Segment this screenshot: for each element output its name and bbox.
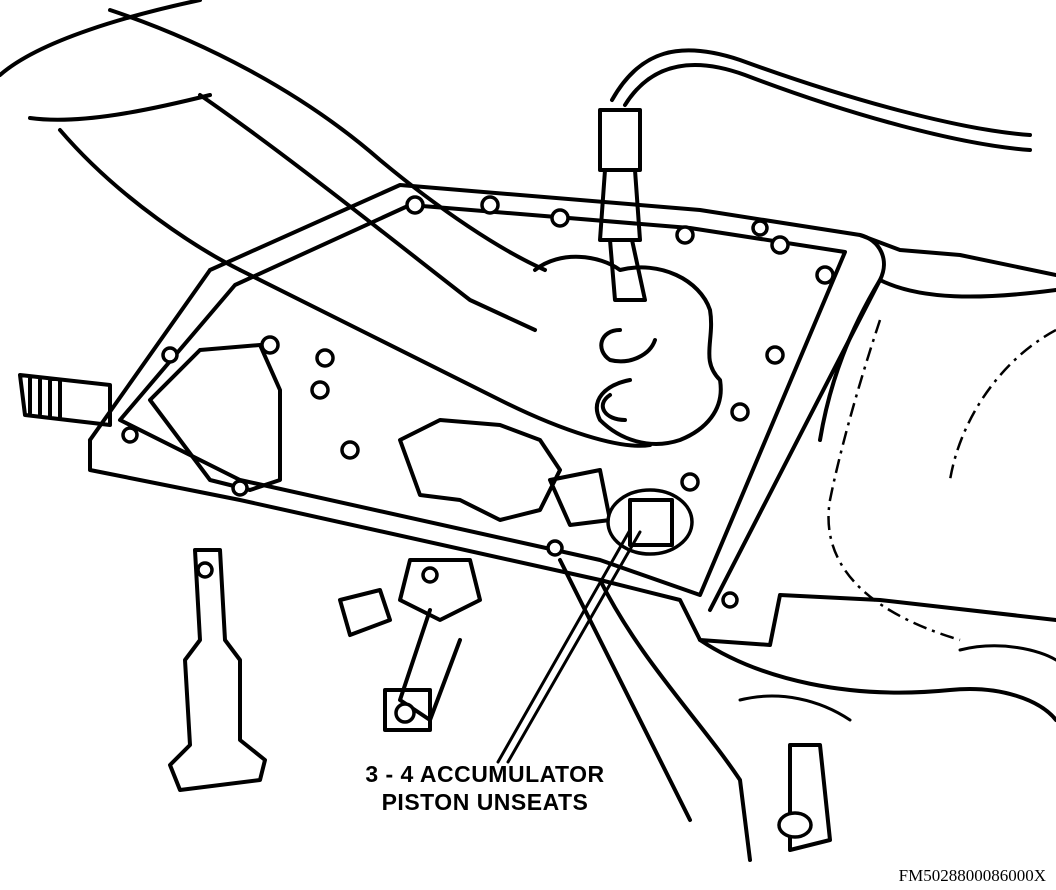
figure-id: FM5028800086000X [898, 866, 1046, 885]
case-inner [118, 203, 847, 597]
output-shaft [18, 373, 112, 427]
case-right-flange [818, 233, 1056, 442]
callout-line-2: PISTON UNSEATS [381, 789, 589, 815]
callout-line-1: 3 - 4 ACCUMULATOR [365, 761, 605, 787]
air-hose [610, 48, 1032, 152]
case-bolts [121, 195, 835, 724]
air-nozzle [598, 108, 647, 302]
accumulator-callout: 3 - 4 ACCUMULATOR PISTON UNSEATS [330, 760, 640, 816]
hand [533, 254, 723, 446]
support-stand [168, 548, 267, 792]
arm-sleeve [0, 0, 537, 332]
lower-bolt-head [777, 811, 813, 839]
callout-leader [496, 528, 642, 764]
servo-cover-curve [738, 644, 1056, 722]
case-outer [88, 183, 1056, 647]
case-lower-curve [558, 558, 1056, 862]
arm-outline [108, 8, 652, 448]
case-dashed-contour [827, 319, 1056, 642]
valve-body-parts [148, 343, 612, 527]
